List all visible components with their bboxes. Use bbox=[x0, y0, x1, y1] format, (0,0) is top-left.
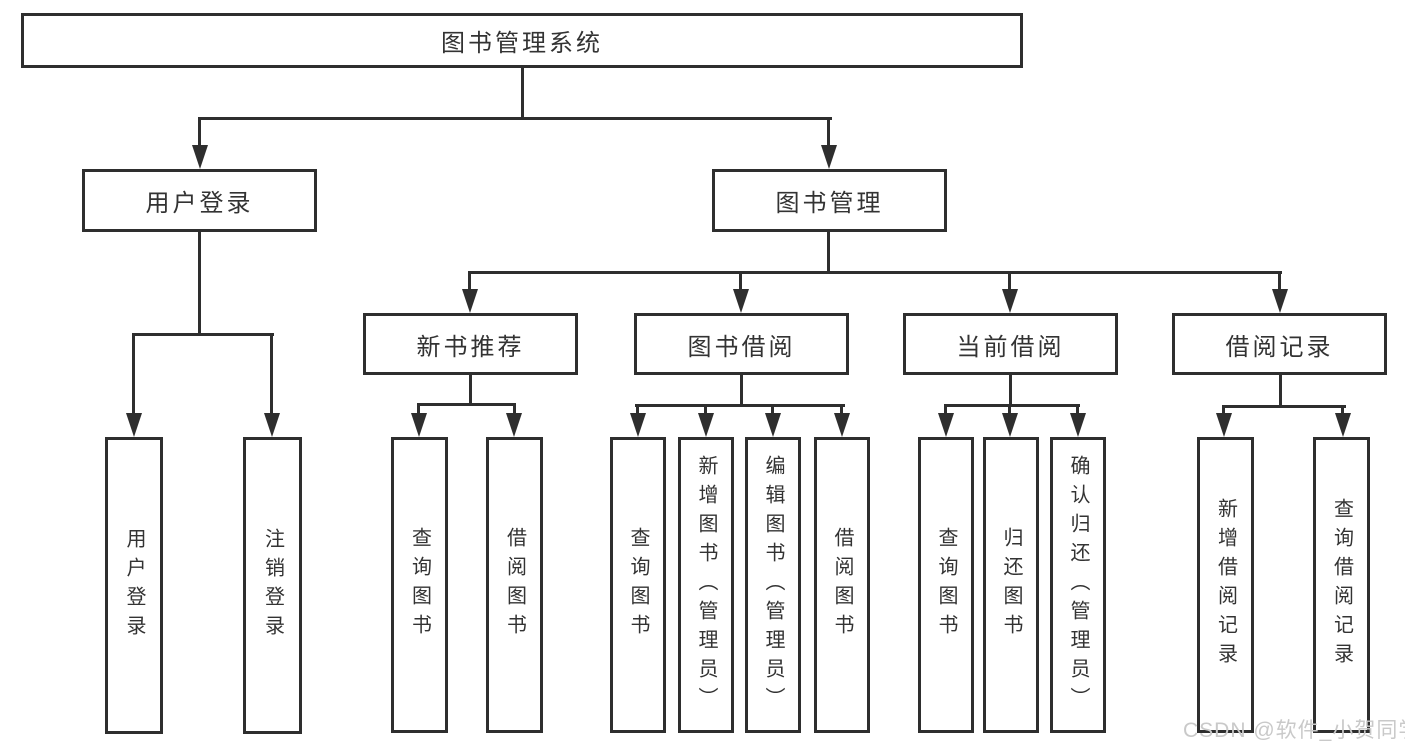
arrow-down-icon bbox=[1335, 413, 1351, 437]
node-new-book-rec: 新书推荐 bbox=[363, 313, 578, 375]
connector-vline bbox=[740, 375, 743, 407]
arrow-down-icon bbox=[462, 289, 478, 313]
connector-vline bbox=[771, 404, 774, 418]
connector-vline bbox=[417, 403, 420, 418]
arrow-down-icon bbox=[821, 145, 837, 169]
connector-hline bbox=[132, 333, 274, 336]
leaf-query-borrow-record-label: 查询借阅记录 bbox=[1330, 498, 1353, 672]
connector-vline bbox=[521, 68, 524, 120]
arrow-down-icon bbox=[411, 413, 427, 437]
arrow-down-icon bbox=[264, 413, 280, 437]
node-borrow-records: 借阅记录 bbox=[1172, 313, 1387, 375]
node-borrow-records-label: 借阅记录 bbox=[1225, 333, 1334, 361]
leaf-return-book: 归还图书 bbox=[983, 437, 1039, 733]
arrow-down-icon bbox=[1002, 289, 1018, 313]
connector-vline bbox=[1008, 404, 1011, 418]
connector-vline bbox=[132, 333, 135, 418]
connector-hline bbox=[198, 117, 832, 120]
connector-vline bbox=[198, 117, 201, 149]
arrow-down-icon bbox=[765, 413, 781, 437]
connector-hline bbox=[944, 404, 1080, 407]
connector-vline bbox=[198, 232, 201, 336]
arrow-down-icon bbox=[1216, 413, 1232, 437]
watermark: CSDN @软件_小贺同学 bbox=[1183, 719, 1405, 742]
leaf-query-books-2-label: 查询图书 bbox=[627, 527, 649, 643]
connector-vline bbox=[469, 375, 472, 406]
connector-vline bbox=[840, 404, 843, 418]
connector-vline bbox=[739, 271, 742, 293]
leaf-query-books-2: 查询图书 bbox=[610, 437, 666, 733]
node-current-borrow-label: 当前借阅 bbox=[956, 333, 1065, 361]
leaf-add-borrow-record: 新增借阅记录 bbox=[1197, 437, 1254, 733]
node-user-login: 用户登录 bbox=[82, 169, 317, 232]
leaf-query-books-3: 查询图书 bbox=[918, 437, 974, 733]
connector-vline bbox=[827, 117, 830, 149]
connector-hline bbox=[417, 403, 516, 406]
connector-vline bbox=[636, 404, 639, 418]
leaf-query-books-1: 查询图书 bbox=[391, 437, 448, 733]
connector-vline bbox=[1008, 271, 1011, 293]
connector-hline bbox=[635, 404, 845, 407]
connector-vline bbox=[1341, 405, 1344, 418]
node-user-login-label: 用户登录 bbox=[145, 190, 254, 217]
leaf-borrow-books-1-label: 借阅图书 bbox=[503, 527, 526, 643]
arrow-down-icon bbox=[1002, 413, 1018, 437]
connector-vline bbox=[270, 333, 273, 418]
connector-vline bbox=[468, 271, 471, 293]
leaf-return-book-label: 归还图书 bbox=[1000, 527, 1022, 643]
leaf-add-book-admin-label: 新增图书（管理员） bbox=[695, 454, 717, 716]
connector-vline bbox=[1279, 375, 1282, 408]
node-root: 图书管理系统 bbox=[21, 13, 1023, 68]
leaf-borrow-books-2-label: 借阅图书 bbox=[831, 527, 853, 643]
node-new-book-rec-label: 新书推荐 bbox=[416, 333, 525, 361]
node-book-mgmt-label: 图书管理 bbox=[775, 190, 884, 217]
leaf-edit-book-admin-label: 编辑图书（管理员） bbox=[762, 454, 784, 716]
arrow-down-icon bbox=[506, 413, 522, 437]
leaf-borrow-books-1: 借阅图书 bbox=[486, 437, 543, 733]
connector-vline bbox=[1222, 405, 1225, 418]
leaf-query-books-1-label: 查询图书 bbox=[408, 527, 431, 643]
leaf-confirm-return-admin-label: 确认归还（管理员） bbox=[1067, 454, 1089, 716]
connector-vline bbox=[704, 404, 707, 418]
leaf-query-books-3-label: 查询图书 bbox=[935, 527, 957, 643]
node-book-mgmt: 图书管理 bbox=[712, 169, 947, 232]
connector-vline bbox=[1278, 271, 1281, 293]
leaf-confirm-return-admin: 确认归还（管理员） bbox=[1050, 437, 1106, 733]
connector-hline bbox=[468, 271, 1282, 274]
leaf-query-borrow-record: 查询借阅记录 bbox=[1313, 437, 1370, 733]
leaf-user-login: 用户登录 bbox=[105, 437, 163, 734]
node-root-label: 图书管理系统 bbox=[441, 30, 603, 57]
arrow-down-icon bbox=[1272, 289, 1288, 313]
arrow-down-icon bbox=[938, 413, 954, 437]
leaf-logout: 注销登录 bbox=[243, 437, 302, 734]
leaf-logout-label: 注销登录 bbox=[261, 527, 284, 644]
node-book-borrow: 图书借阅 bbox=[634, 313, 849, 375]
connector-vline bbox=[827, 232, 830, 274]
leaf-user-login-label: 用户登录 bbox=[123, 527, 145, 644]
connector-vline bbox=[1076, 404, 1079, 418]
arrow-down-icon bbox=[630, 413, 646, 437]
arrow-down-icon bbox=[192, 145, 208, 169]
connector-vline bbox=[1009, 375, 1012, 407]
arrow-down-icon bbox=[834, 413, 850, 437]
connector-hline bbox=[1222, 405, 1346, 408]
arrow-down-icon bbox=[1070, 413, 1086, 437]
leaf-add-book-admin: 新增图书（管理员） bbox=[678, 437, 734, 733]
node-current-borrow: 当前借阅 bbox=[903, 313, 1118, 375]
connector-vline bbox=[944, 404, 947, 418]
connector-vline bbox=[513, 403, 516, 418]
leaf-add-borrow-record-label: 新增借阅记录 bbox=[1214, 498, 1237, 672]
arrow-down-icon bbox=[126, 413, 142, 437]
arrow-down-icon bbox=[733, 289, 749, 313]
leaf-borrow-books-2: 借阅图书 bbox=[814, 437, 870, 733]
arrow-down-icon bbox=[698, 413, 714, 437]
node-book-borrow-label: 图书借阅 bbox=[687, 333, 796, 361]
leaf-edit-book-admin: 编辑图书（管理员） bbox=[745, 437, 801, 733]
